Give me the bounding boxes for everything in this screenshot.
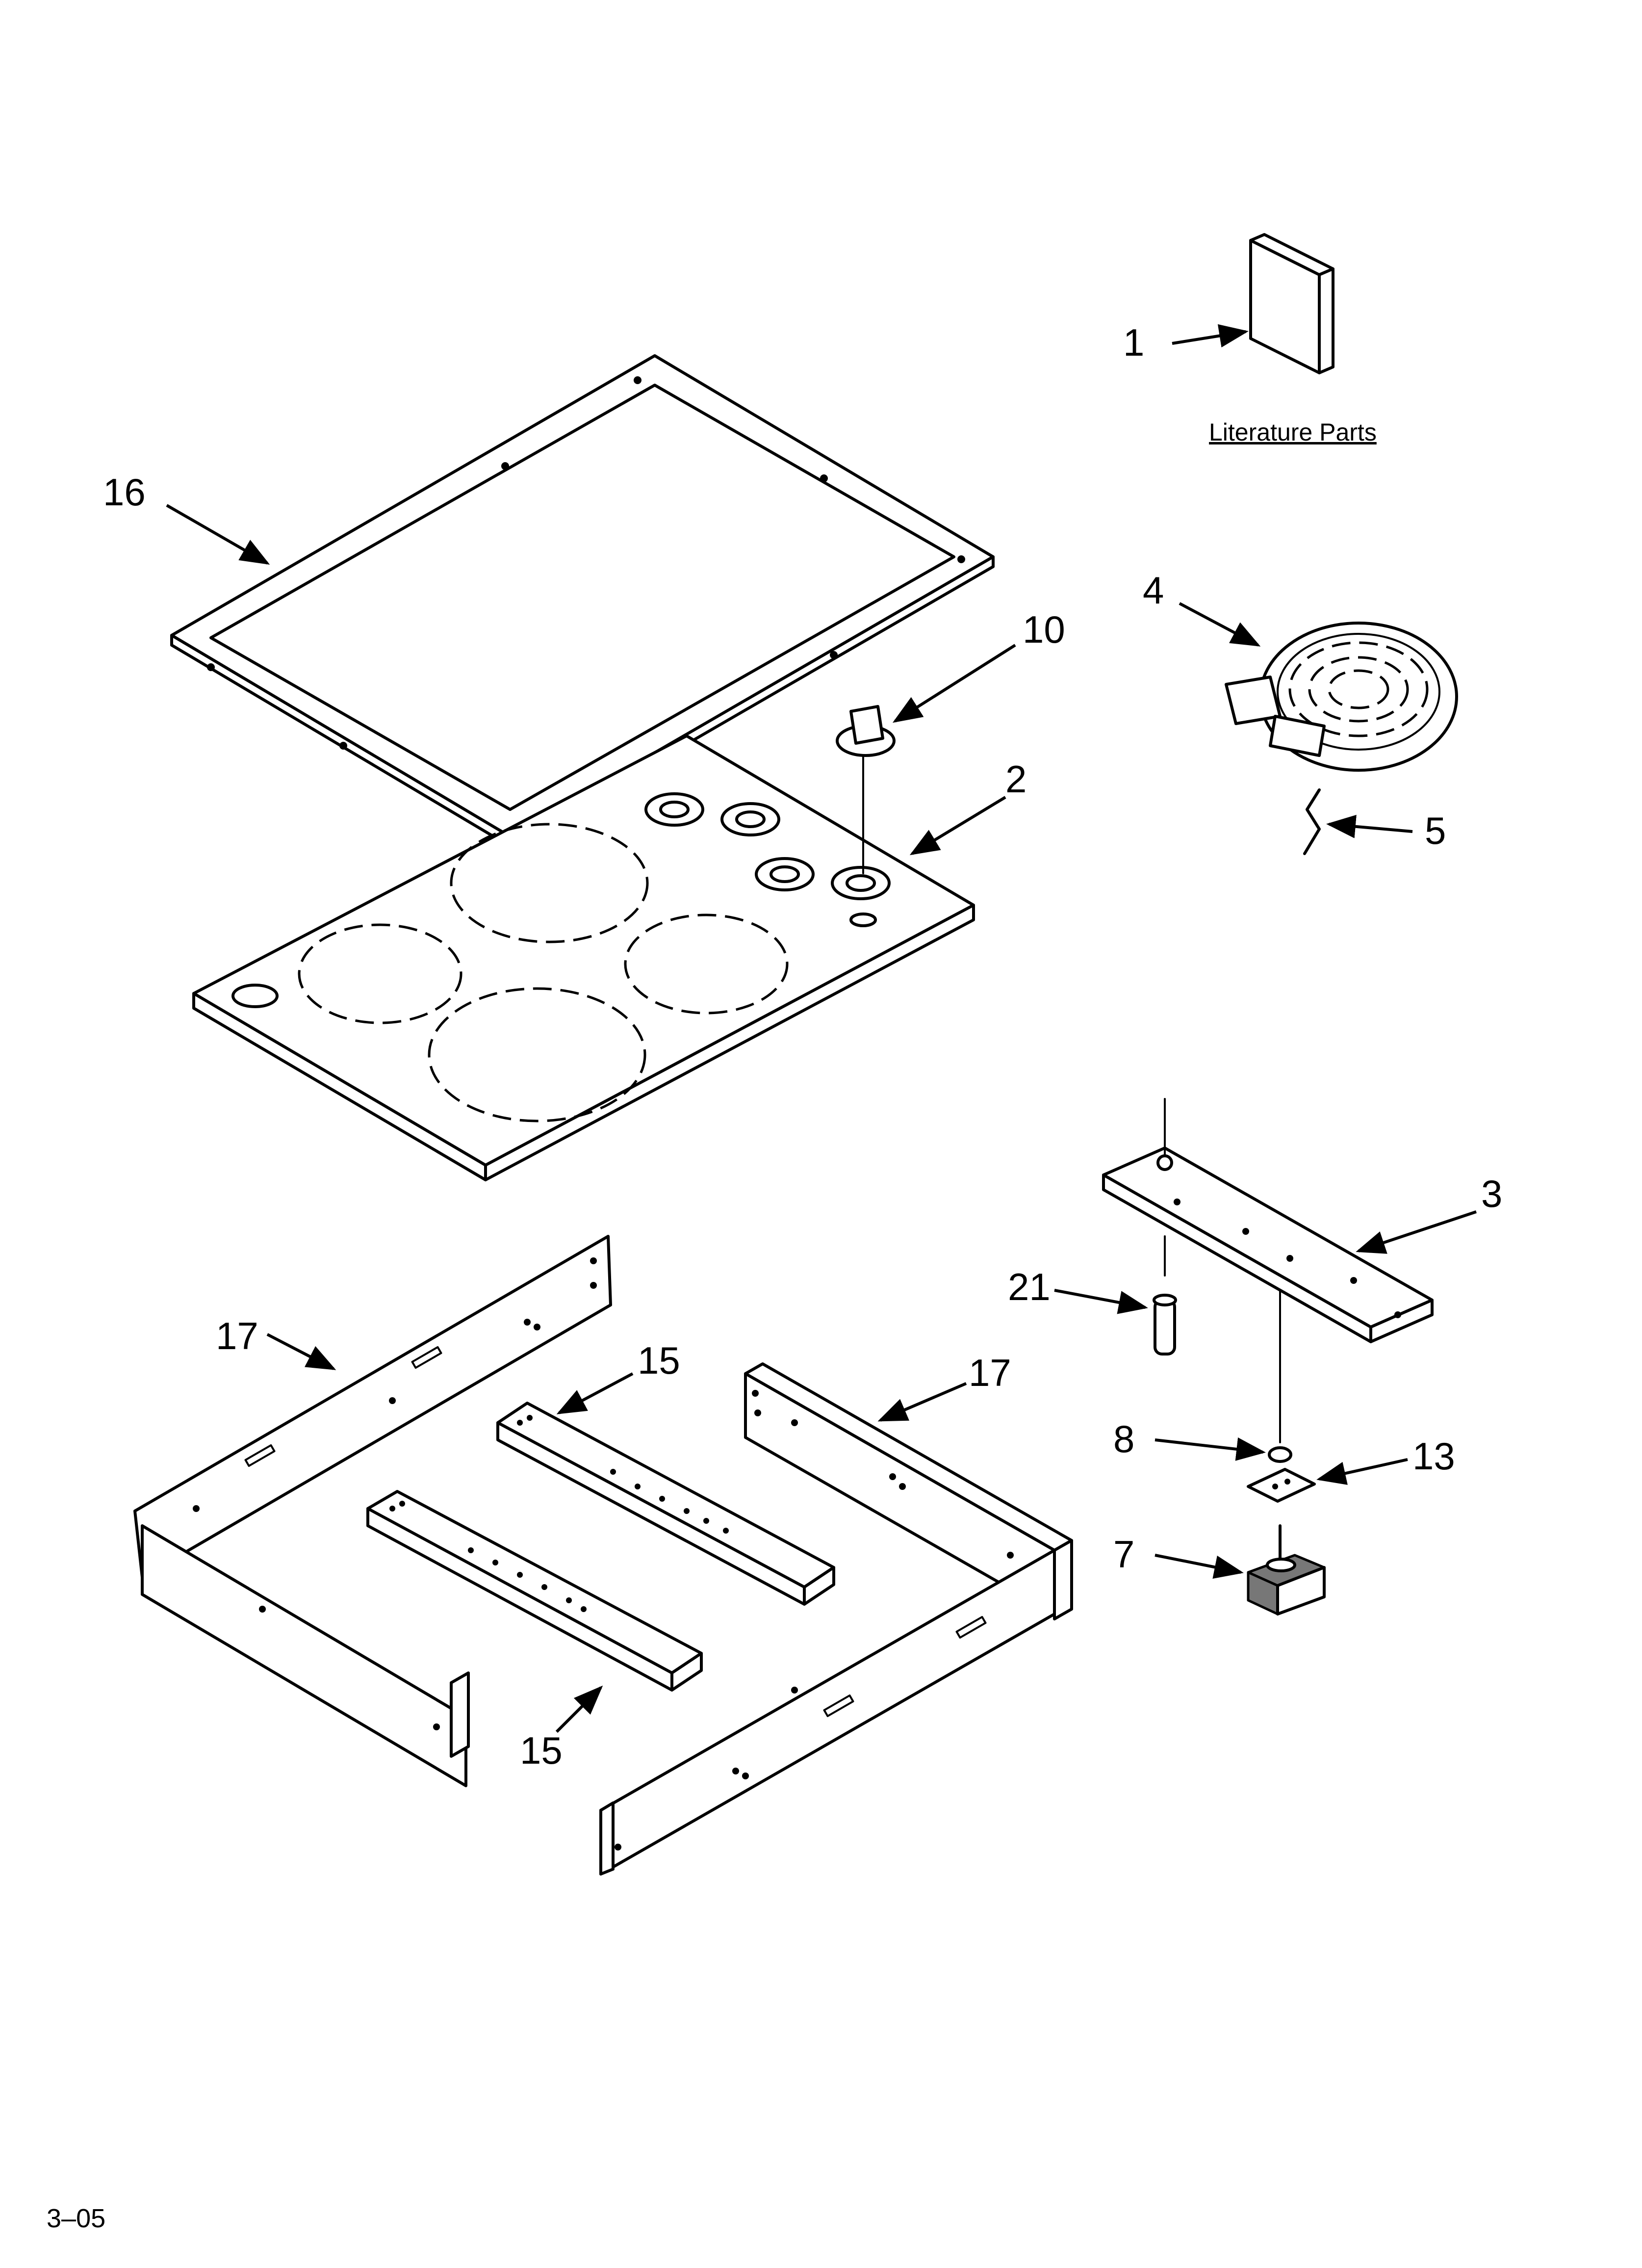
callout-10: 10 [1023, 608, 1065, 651]
callout-8: 8 [1113, 1417, 1134, 1460]
callout-15a: 15 [638, 1339, 680, 1382]
callout-7: 7 [1113, 1533, 1134, 1576]
part-1-literature-booklet [1249, 233, 1334, 374]
callout-15b: 15 [520, 1729, 563, 1772]
callout-16: 16 [103, 470, 146, 514]
burner-outline-4 [624, 913, 789, 1015]
callout-5-leader [1326, 814, 1413, 838]
part-3-bracket [1102, 1098, 1434, 1343]
callout-17a-leader [266, 1333, 336, 1370]
callout-1: 1 [1123, 321, 1144, 364]
callout-2: 2 [1005, 757, 1026, 801]
callout-1-leader [1172, 324, 1249, 348]
burner-outline-2 [298, 923, 462, 1024]
part-15-lower-cross-brace [366, 1490, 703, 1692]
callout-16-leader [166, 504, 270, 565]
callout-21-leader [1054, 1289, 1148, 1314]
part-16-cooktop-frame [170, 354, 995, 848]
part-17-left-side-rail [133, 1235, 612, 1787]
part-8-washer [1268, 1446, 1292, 1463]
part-21-pin [1153, 1235, 1177, 1356]
part-17-right-side-rail [599, 1362, 1073, 1876]
part-5-clip [1303, 788, 1321, 855]
callout-3: 3 [1481, 1172, 1502, 1215]
part-7-switch [1247, 1524, 1326, 1616]
callout-4-leader [1179, 602, 1261, 647]
burner-outline-1 [450, 823, 649, 943]
burner-outline-3 [428, 987, 646, 1122]
page-code: 3–05 [47, 2204, 105, 2233]
callout-13: 13 [1412, 1434, 1455, 1478]
literature-parts-caption: Literature Parts [1209, 418, 1377, 446]
callout-17a: 17 [216, 1314, 258, 1357]
callout-7-leader [1155, 1554, 1244, 1579]
callout-8-leader [1155, 1437, 1266, 1461]
callout-21: 21 [1008, 1265, 1051, 1308]
callout-17b: 17 [969, 1351, 1011, 1394]
part-13-plate [1247, 1468, 1316, 1503]
callout-17b-leader [877, 1382, 967, 1422]
callout-2-leader [909, 796, 1006, 856]
callout-15b-leader [555, 1685, 603, 1733]
callout-3-leader [1356, 1210, 1477, 1254]
callout-13-leader [1316, 1458, 1408, 1485]
callout-5: 5 [1425, 809, 1446, 852]
callout-4: 4 [1143, 569, 1164, 612]
part-15-upper-cross-brace [496, 1402, 835, 1606]
callout-15a-leader [556, 1372, 634, 1414]
part-4-radiant-element [1225, 622, 1458, 772]
part-10-knob [836, 705, 896, 874]
callout-10-leader [892, 644, 1016, 723]
part-2-glass-cooktop [192, 734, 975, 1181]
